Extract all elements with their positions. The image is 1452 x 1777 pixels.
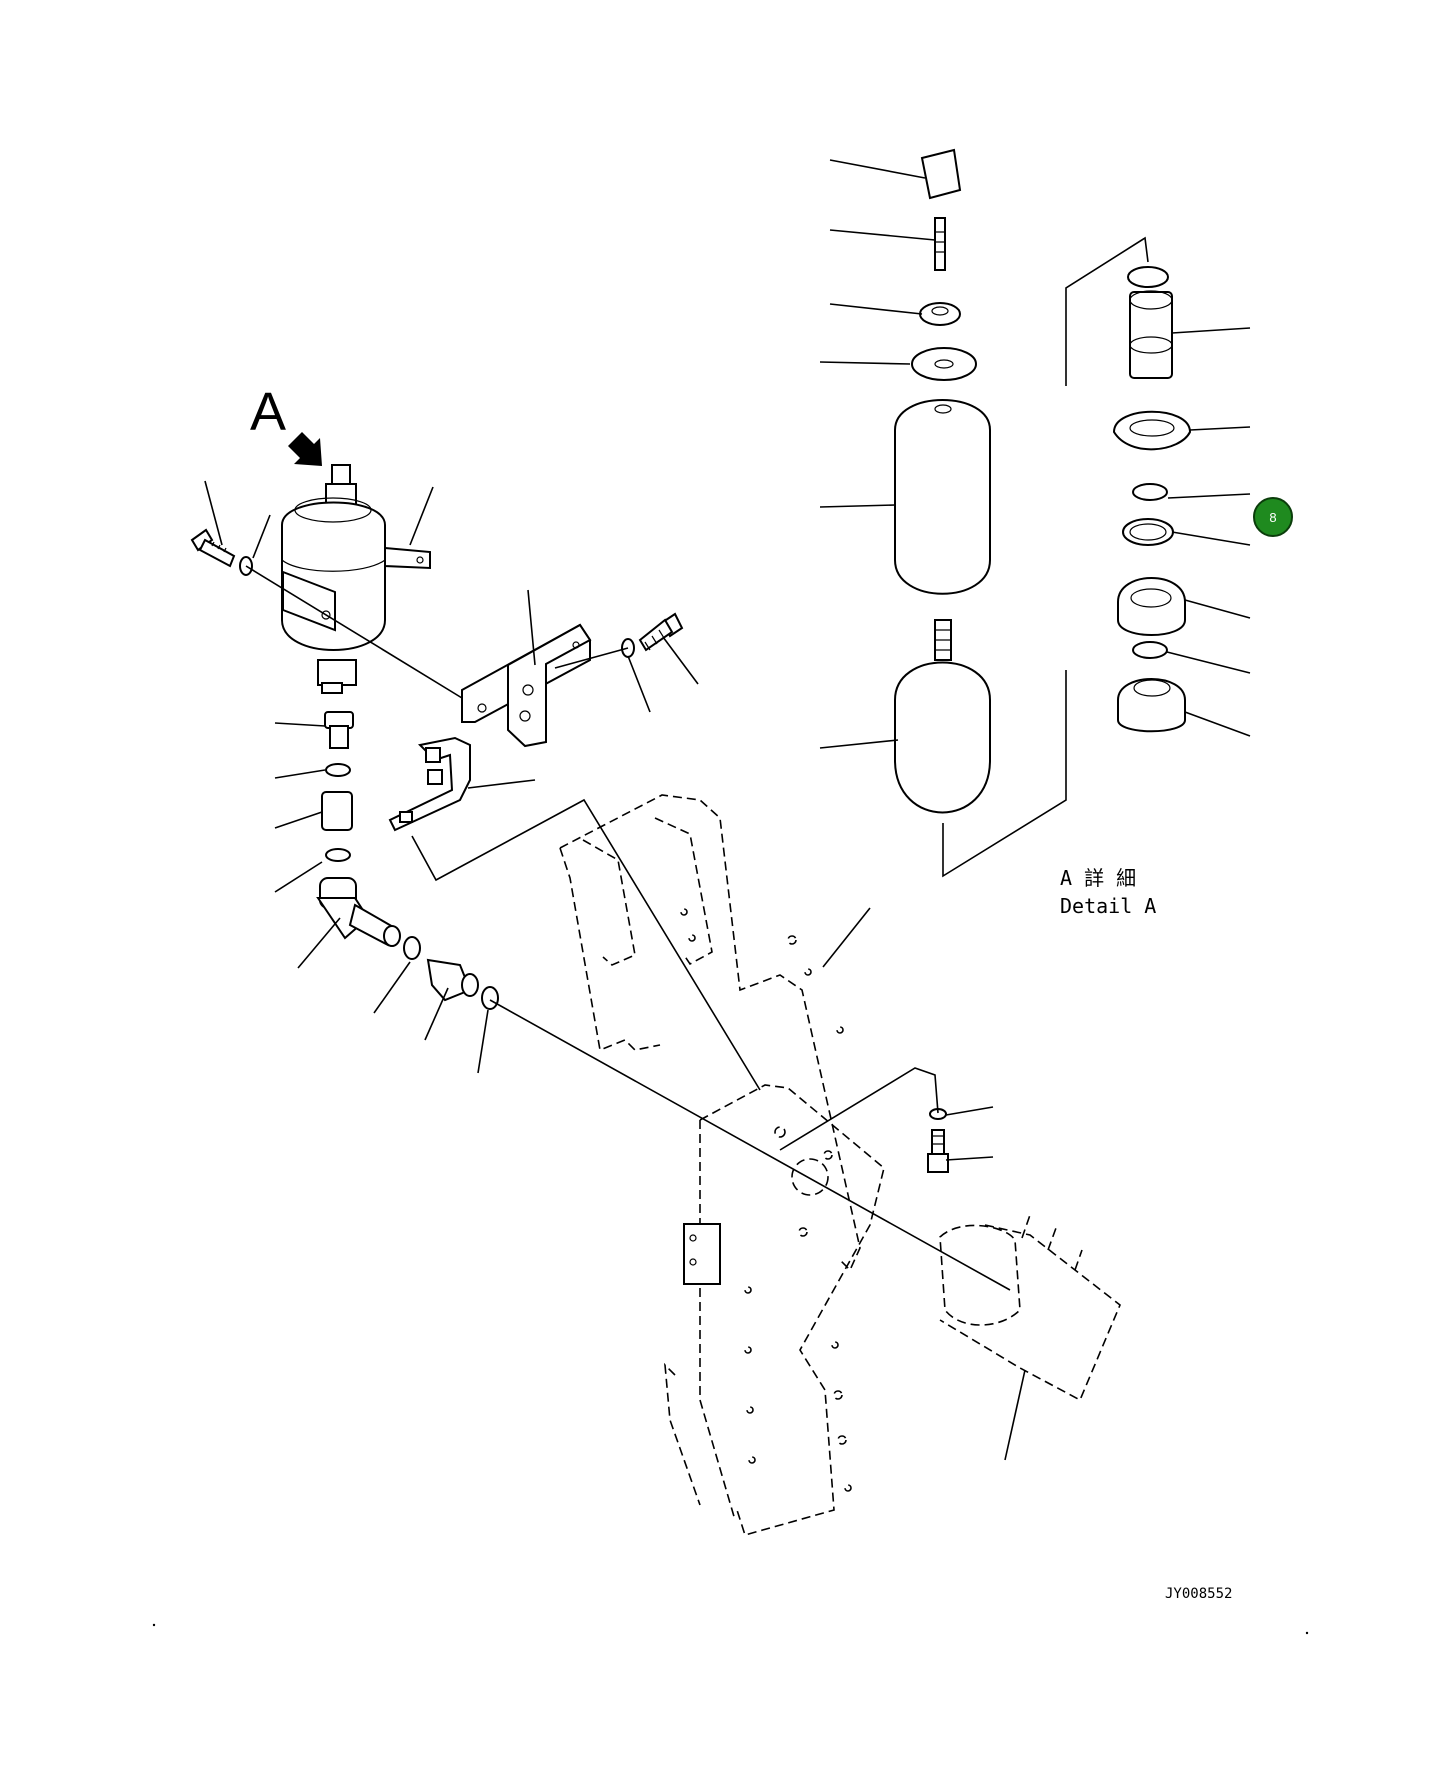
callout-8-circle[interactable]: [1253, 497, 1293, 537]
clamp-bracket: [388, 736, 471, 832]
drawing-number: JY008552: [1165, 1586, 1232, 1602]
accumulator-assembly: [281, 464, 431, 694]
view-label-a: A: [250, 382, 286, 442]
view-arrow-icon: [288, 432, 322, 466]
fitting-stack: [316, 711, 499, 1010]
detail-title-en: Detail A: [1060, 894, 1156, 918]
detail-title-jp: A 詳 細: [1060, 866, 1136, 890]
corner-mark-left: [152, 1623, 156, 1627]
callout-8-label[interactable]: 8: [1269, 510, 1276, 525]
bolt-middle: [638, 612, 684, 652]
callout-8[interactable]: 8: [1253, 497, 1293, 537]
corner-mark-right: [1305, 1631, 1309, 1635]
bolt-upper-left: [190, 528, 236, 568]
detail-a-inner-parts: [1112, 266, 1192, 733]
frame-outline: [559, 794, 1121, 1536]
mounting-bracket: [461, 623, 592, 748]
detail-a-components: [894, 148, 991, 814]
detail-a-frame: [942, 236, 1149, 878]
bolt-lower-right: [927, 1108, 949, 1173]
leader-lines: [204, 159, 1251, 1461]
